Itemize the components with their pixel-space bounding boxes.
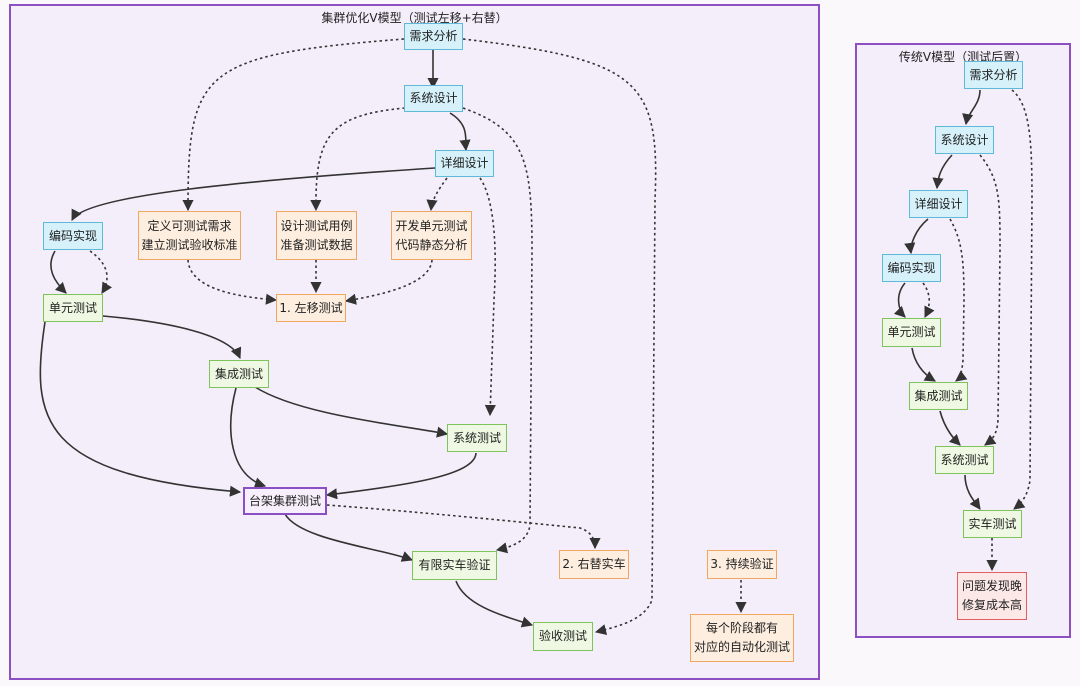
edge-sysdesign-detaildesign xyxy=(449,112,471,152)
edge-r-detail-integration xyxy=(949,218,968,382)
edge-limited-acceptance xyxy=(455,580,534,628)
optimized-v-model-title: 集群优化V模型（测试左移+右替） xyxy=(321,11,508,25)
node-limited-vehicle-validation: 有限实车验证 xyxy=(412,551,497,580)
node-coding: 编码实现 xyxy=(43,222,103,250)
edge-r-req-vehicle xyxy=(1011,89,1033,510)
node-r-vehicle-test: 实车测试 xyxy=(963,510,1022,538)
node-automated-tests-each-stage: 每个阶段都有 对应的自动化测试 xyxy=(690,614,794,662)
node-requirement-analysis: 需求分析 xyxy=(404,23,463,50)
edge-coding-unittest xyxy=(50,250,67,294)
node-r-system-design: 系统设计 xyxy=(935,126,994,154)
node-design-test-cases: 设计测试用例 准备测试数据 xyxy=(276,211,357,260)
node-shift-left-testing: 1. 左移测试 xyxy=(276,294,346,322)
edge-r-req-sysdesign xyxy=(962,89,981,126)
node-r-late-problem-detection: 问题发现晚 修复成本高 xyxy=(957,572,1027,620)
edge-integration-systemtest xyxy=(254,386,449,438)
node-r-system-test: 系统测试 xyxy=(935,446,994,474)
edge-rig-replace xyxy=(326,504,601,550)
node-unit-test: 单元测试 xyxy=(43,294,103,322)
edge-devunit-shiftleft xyxy=(344,259,433,305)
node-r-detailed-design: 详细设计 xyxy=(909,190,968,218)
edge-r-detail-coding xyxy=(904,218,929,255)
edge-rig-limited xyxy=(284,513,414,562)
edge-detaildesign-coding xyxy=(71,167,436,221)
node-replace-vehicle: 2. 右替实车 xyxy=(559,550,629,579)
node-develop-unit-tests: 开发单元测试 代码静态分析 xyxy=(391,211,472,260)
edge-integration-rig xyxy=(230,387,267,489)
edge-r-unit-integration xyxy=(911,347,936,382)
edge-detaildesign-systemtest xyxy=(479,177,496,417)
node-integration-test: 集成测试 xyxy=(209,360,269,388)
edge-r-coding-unit xyxy=(893,282,906,318)
edge-r-coding-unit-dotted xyxy=(922,282,935,319)
node-r-unit-test: 单元测试 xyxy=(882,318,941,347)
node-rig-cluster-test: 台架集群测试 xyxy=(243,487,327,515)
edge-unittest-integration xyxy=(102,315,242,360)
edge-r-integration-system xyxy=(939,410,961,446)
node-define-testable-requirements: 定义可测试需求 建立测试验收标准 xyxy=(138,211,241,260)
edge-define-shiftleft xyxy=(187,259,278,305)
node-acceptance-test: 验收测试 xyxy=(533,622,593,651)
edge-r-sysdesign-detail xyxy=(932,154,953,190)
node-continuous-validation: 3. 持续验证 xyxy=(707,550,777,579)
node-r-integration-test: 集成测试 xyxy=(909,382,968,410)
node-system-test: 系统测试 xyxy=(447,424,507,452)
edge-unittest-rig xyxy=(39,321,242,497)
edge-coding-unittest-dotted xyxy=(89,250,113,294)
node-r-coding: 编码实现 xyxy=(882,254,941,282)
edge-sysdesign-designcase xyxy=(310,107,406,212)
edge-req-acceptance xyxy=(462,38,657,636)
edge-r-sysdesign-system xyxy=(979,154,1001,446)
edge-req-define xyxy=(182,38,405,212)
node-detailed-design: 详细设计 xyxy=(435,150,494,177)
edge-systemtest-rig xyxy=(325,452,477,500)
edge-detaildesign-devunit xyxy=(426,177,448,212)
node-system-design: 系统设计 xyxy=(404,85,463,112)
edge-r-system-vehicle xyxy=(964,474,981,510)
node-r-requirement-analysis: 需求分析 xyxy=(964,61,1023,89)
traditional-v-model-title: 传统V模型（测试后置） xyxy=(898,50,1028,64)
